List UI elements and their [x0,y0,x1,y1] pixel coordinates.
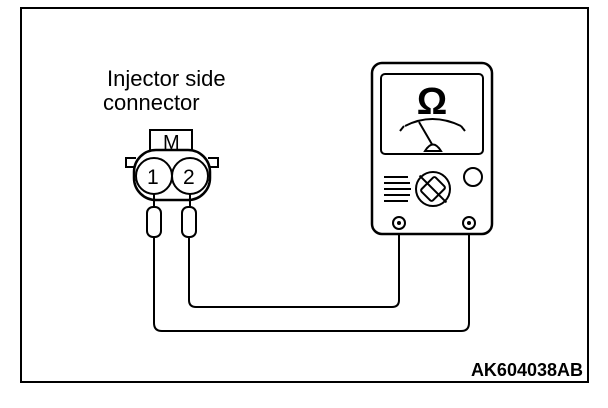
zero-adjust-knob [463,167,483,187]
pin-1-number: 1 [147,166,159,189]
meter-tick-right [460,125,466,132]
probe-pin-2 [181,206,197,238]
probe-pin-1 [146,206,162,238]
meter-scale-arc [404,118,462,127]
connector-key-letter: M [163,132,180,154]
meter-needle-pivot [423,143,443,152]
meter-display [380,73,484,155]
injector-connector: M 1 2 [125,129,219,208]
meter-jack-right-center [467,221,471,225]
wire-pin-2-to-left-jack [188,226,400,308]
connector-label-line1: Injector side [107,66,226,91]
connector-label-line2: connector [103,90,200,115]
meter-jack-left-center [397,221,401,225]
figure-code: AK604038AB [471,360,583,380]
pin-2-number: 2 [183,166,195,189]
meter-tick-left [399,125,405,132]
connector-left-ear [125,157,136,168]
figure-frame [20,7,589,383]
selector-knob-line [418,174,448,204]
meter-ohm-symbol: Ω [417,81,447,123]
connector-right-ear [208,157,219,168]
wire-pin-1-to-right-jack [153,226,470,332]
meter-needle [418,121,434,147]
ohmmeter: Ω [370,61,494,236]
